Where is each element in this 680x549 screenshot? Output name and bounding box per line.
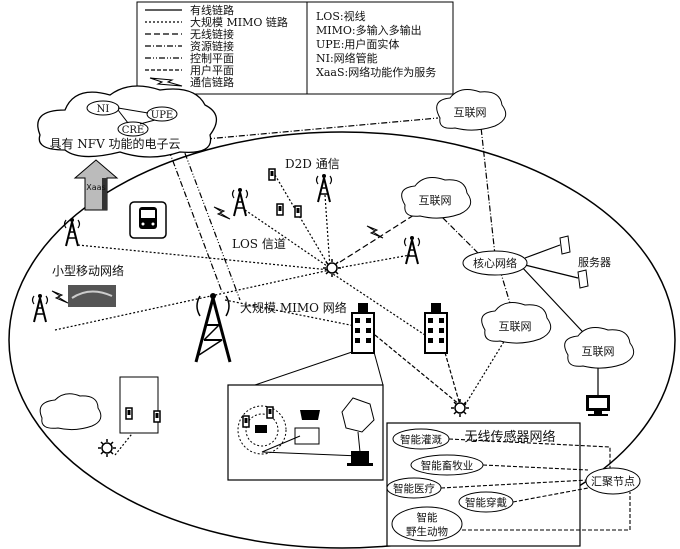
nfv-cloud: NI UPE CRE 具有 NFV 功能的电子云 xyxy=(37,85,217,158)
small-cell-label: 小型移动网络 xyxy=(52,263,124,278)
cloud-title: 具有 NFV 功能的电子云 xyxy=(49,136,180,151)
network-ellipse xyxy=(8,131,676,549)
wsn-item: 智能 xyxy=(417,511,438,524)
cre-label: CRE xyxy=(122,125,144,136)
legend-item: 有线链路 xyxy=(190,3,234,17)
massive-mimo-tower-icon xyxy=(194,293,232,363)
internet-cloud: 互联网 xyxy=(564,327,635,369)
legend-item: 大规模 MIMO 链路 xyxy=(190,15,288,29)
indoor-devices xyxy=(237,397,375,466)
core-label: 核心网络 xyxy=(473,256,517,270)
xaas-label: Xaas xyxy=(86,183,105,192)
wsn-title: 无线传感器网络 xyxy=(464,429,555,445)
abbreviation: NI:网络管能 xyxy=(316,51,378,65)
upe-label: UPE xyxy=(151,110,173,121)
ni-label: NI xyxy=(97,104,110,115)
internet-label: 互联网 xyxy=(454,106,487,119)
wsn-links xyxy=(440,438,631,531)
abbreviation-list: LOS:视线 MIMO:多输入多输出 UPE:用户面实体 NI:网络管能 Xaa… xyxy=(316,9,436,79)
wsn-item: 智能畜牧业 xyxy=(421,459,474,472)
car-image xyxy=(68,285,116,307)
sink-node: 汇聚节点 xyxy=(585,467,641,495)
wsn-box: 无线传感器网络 智能灌溉 智能畜牧业 智能医疗 智能穿戴 智能 野生动物 xyxy=(386,422,581,547)
wsn-item: 智能医疗 xyxy=(393,482,435,495)
abbreviation: XaaS:网络功能作为服务 xyxy=(316,65,436,79)
legend-item: 通信链路 xyxy=(190,75,234,89)
internet-label: 互联网 xyxy=(582,345,615,358)
internet-label: 互联网 xyxy=(419,194,452,207)
computer-icon xyxy=(586,395,610,416)
building-icon xyxy=(351,303,375,354)
communication-link-icon xyxy=(213,206,231,220)
wsn-item: 智能灌溉 xyxy=(400,433,442,446)
cloud-small xyxy=(39,393,102,431)
small-inset xyxy=(119,376,159,434)
server-label: 服务器 xyxy=(578,256,611,269)
internet-label: 互联网 xyxy=(499,320,532,333)
legend-item: 控制平面 xyxy=(190,51,234,65)
legend-swatches xyxy=(145,9,183,87)
legend: 有线链路 大规模 MIMO 链路 无线链接 资源链接 控制平面 用户平面 通信链… xyxy=(136,1,454,95)
abbreviation: UPE:用户面实体 xyxy=(316,37,399,51)
communication-link-icon xyxy=(366,225,384,239)
internet-cloud: 互联网 xyxy=(436,89,507,131)
zoom-line xyxy=(373,351,384,386)
cell-tower-icon xyxy=(403,235,421,265)
d2d-label: D2D 通信 xyxy=(285,157,340,171)
cell-tower-icon xyxy=(31,293,49,323)
phone-icon xyxy=(294,205,302,218)
legend-item: 无线链接 xyxy=(190,27,234,41)
hub-icon xyxy=(450,398,470,418)
phone-icon xyxy=(276,203,284,216)
sink-label: 汇聚节点 xyxy=(591,475,635,488)
core-network: 核心网络 xyxy=(462,250,528,276)
abbreviation: LOS:视线 xyxy=(316,9,366,23)
cell-tower-icon xyxy=(231,187,249,217)
communication-link-icon xyxy=(51,290,69,304)
hub-icon xyxy=(97,438,117,458)
internet-cloud: 互联网 xyxy=(481,302,552,344)
internet-cloud: 互联网 xyxy=(401,177,472,219)
server-icon xyxy=(559,235,589,289)
building-icon xyxy=(424,303,448,354)
phone-icon xyxy=(153,410,161,423)
xaas-arrow: Xaas xyxy=(73,159,119,211)
phone-icon xyxy=(268,168,276,181)
wsn-item: 野生动物 xyxy=(406,525,448,538)
phone-icon xyxy=(125,407,133,420)
los-label: LOS 信道 xyxy=(232,237,286,251)
legend-item: 资源链接 xyxy=(190,39,234,53)
wsn-item: 智能穿戴 xyxy=(465,496,507,509)
train-icon xyxy=(129,201,167,239)
legend-item: 用户平面 xyxy=(190,63,234,77)
massive-mimo-label: 大规模 MIMO 网络 xyxy=(240,300,347,315)
legend-labels: 有线链路 大规模 MIMO 链路 无线链接 资源链接 控制平面 用户平面 通信链… xyxy=(190,3,288,89)
zoom-line xyxy=(254,351,353,386)
cell-tower-icon xyxy=(315,173,333,203)
abbreviation: MIMO:多输入多输出 xyxy=(316,23,422,37)
